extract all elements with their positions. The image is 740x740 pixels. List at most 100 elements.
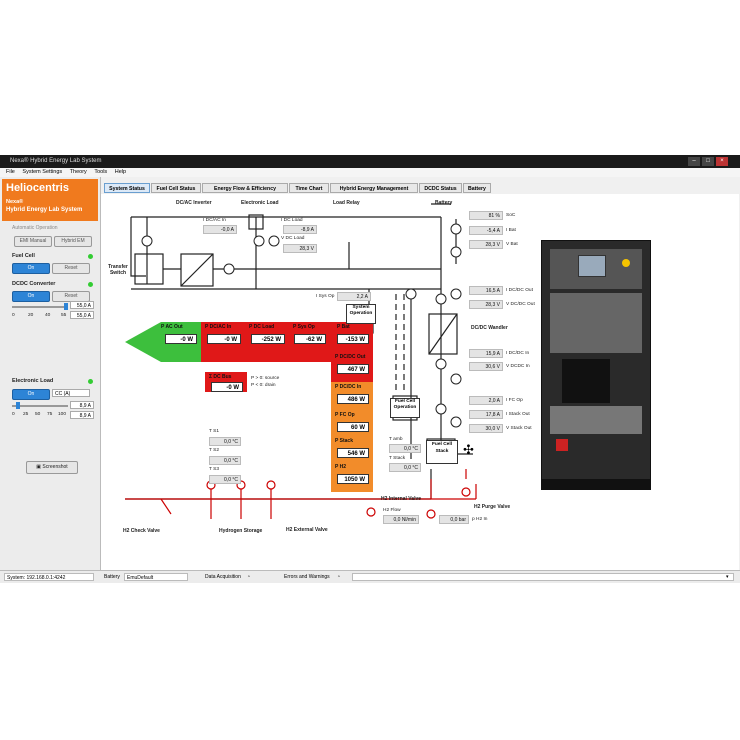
menu-system-settings[interactable]: System Settings <box>22 169 63 175</box>
app-window: Nexa® Hybrid Energy Lab System – □ × Fil… <box>0 155 740 583</box>
dcdc-scale-20: 20 <box>28 313 34 318</box>
screenshot-button[interactable]: ▣ Screenshot <box>26 461 78 474</box>
i-dcac-in-label: I DC/AC In <box>203 218 226 223</box>
i-dcdc-out-label: I DC/DC Out <box>506 288 533 293</box>
v-dcdc-out-label: V DC/DC Out <box>506 302 535 307</box>
emergency-stop-icon <box>622 259 630 267</box>
tab-hybrid-energy-management[interactable]: Hybrid Energy Management <box>330 183 418 193</box>
i-bat-label: I Bat <box>506 228 516 233</box>
p-h2-value: 1050 W <box>337 474 369 484</box>
eload-led <box>88 379 93 384</box>
data-acquisition-label: Data Acquisition <box>205 574 241 580</box>
i-bat-value: -5,4 A <box>469 226 503 235</box>
p-h2-label: P H2 <box>335 464 347 470</box>
red-connector-icon <box>556 439 568 451</box>
eload-scale-50: 50 <box>35 412 41 417</box>
maximize-button[interactable]: □ <box>702 157 714 166</box>
p-h2-in-label: p H2 In <box>472 517 488 522</box>
p-dcac-in-value: -0 W <box>207 334 241 344</box>
fuel-cell-reset-button[interactable]: Reset <box>52 263 90 274</box>
tab-energy-flow[interactable]: Energy Flow & Efficiency <box>202 183 288 193</box>
t-amb-label: T amb <box>389 437 403 442</box>
dcdc-on-button[interactable]: On <box>12 291 50 302</box>
v-dcdc-out-value: 28,3 V <box>469 300 503 309</box>
menu-file[interactable]: File <box>6 169 15 175</box>
p-bat-label: P Bat <box>337 324 350 330</box>
load-relay-title: Load Relay <box>333 200 360 206</box>
eload-scale-75: 75 <box>47 412 53 417</box>
i-dcdc-out-value: 16,5 A <box>469 286 503 295</box>
tab-time-chart[interactable]: Time Chart <box>289 183 329 193</box>
dc-bus-value: -0 W <box>211 382 243 392</box>
hardware-cabinet-image <box>541 240 651 490</box>
hydrogen-storage-label: Hydrogen Storage <box>219 528 263 534</box>
system-address: System: 192.168.0.1:4242 <box>4 573 94 581</box>
p-ac-out-value: -0 W <box>165 334 197 344</box>
t-stack-value: 0,0 °C <box>389 463 421 472</box>
hybrid-em-button[interactable]: Hybrid EM <box>54 236 92 247</box>
dcdc-slider-track[interactable] <box>12 306 68 308</box>
minimize-button[interactable]: – <box>688 157 700 166</box>
eload-on-button[interactable]: On <box>12 389 50 400</box>
fuel-cell-on-button[interactable]: On <box>12 263 50 274</box>
v-dc-load-label: V DC Load <box>281 236 305 241</box>
dc-bus-label: Σ DC Bus <box>209 374 232 380</box>
tab-dcdc-status[interactable]: DCDC Status <box>419 183 462 193</box>
dcac-inverter-title: DC/AC Inverter <box>176 200 212 206</box>
i-stack-out-value: 17,8 A <box>469 410 503 419</box>
eload-slider-track[interactable] <box>12 405 68 407</box>
close-button[interactable]: × <box>716 157 728 166</box>
eload-scale-100: 100 <box>58 412 67 417</box>
eload-slider-handle[interactable] <box>16 402 20 409</box>
fan-icon: ✣ <box>463 442 474 457</box>
electronic-load-title: Electronic Load <box>241 200 279 206</box>
p-stack-label: P Stack <box>335 438 353 444</box>
logo: Heliocentris Nexa® Hybrid Energy Lab Sys… <box>2 179 98 221</box>
fuel-cell-label: Fuel Cell <box>12 253 35 259</box>
daq-indicator-icon: ◔ <box>247 574 251 580</box>
emi-manual-button[interactable]: EMI Manual <box>14 236 52 247</box>
menu-tools[interactable]: Tools <box>94 169 108 175</box>
electronic-load-label: Electronic Load <box>12 378 54 384</box>
p-dcdc-in-value: 486 W <box>337 394 369 404</box>
t-s3-value: 0,0 °C <box>209 475 241 484</box>
i-fc-op-value: 2,0 A <box>469 396 503 405</box>
i-fc-op-label: I FC Op <box>506 398 523 403</box>
menu-theory[interactable]: Theory <box>69 169 87 175</box>
system-status-panel: DC/AC Inverter Electronic Load Load Rela… <box>101 194 739 570</box>
tab-battery[interactable]: Battery <box>463 183 491 193</box>
menu-help[interactable]: Help <box>114 169 127 175</box>
p-dcac-in-label: P DC/AC In <box>205 324 232 330</box>
i-dc-load-label: I DC Load <box>281 218 303 223</box>
eload-mode-select[interactable]: CC (A) <box>52 389 90 397</box>
chevron-down-icon[interactable]: ▾ <box>726 574 729 580</box>
dcdc-slider-handle[interactable] <box>64 303 68 310</box>
eload-scale-25: 25 <box>23 412 29 417</box>
dcdc-wandler-label: DC/DC Wandler <box>471 325 508 331</box>
tab-system-status[interactable]: System Status <box>104 183 150 193</box>
message-field[interactable] <box>352 573 734 581</box>
transfer-switch-label: Transfer Switch <box>108 264 128 276</box>
dcdc-scale-0: 0 <box>12 313 15 318</box>
v-stack-out-value: 30,0 V <box>469 424 503 433</box>
dcdc-setpoint-input[interactable]: 55,0 A <box>70 301 94 309</box>
battery-status-label: Battery <box>104 574 120 580</box>
eload-current-value: 8,9 A <box>70 411 94 419</box>
h2-flow-value: 0,0 Nl/min <box>383 515 419 524</box>
t-s2-value: 0,0 °C <box>209 456 241 465</box>
system-operation-box: System Operation <box>346 304 376 324</box>
h2-internal-valve-label: H2 Internal Valve <box>381 496 422 502</box>
p-sys-op-value: -62 W <box>294 334 326 344</box>
tab-fuel-cell-status[interactable]: Fuel Cell Status <box>151 183 201 193</box>
i-dcdc-in-value: 15,9 A <box>469 349 503 358</box>
sidebar: Heliocentris Nexa® Hybrid Energy Lab Sys… <box>0 177 101 570</box>
errors-warnings-label[interactable]: Errors and Warnings <box>284 574 330 580</box>
v-bat-value: 28,3 V <box>469 240 503 249</box>
errors-indicator-icon: ◔ <box>337 574 341 580</box>
v-dc-load-value: 28,3 V <box>283 244 317 253</box>
camera-icon: ▣ <box>36 464 43 470</box>
battery-profile: EmuDefault <box>124 573 188 581</box>
fuel-cell-stack-box: Fuel Cell Stack <box>426 440 458 464</box>
eload-setpoint-input[interactable]: 8,9 A <box>70 401 94 409</box>
brand-name: Heliocentris <box>6 182 69 194</box>
